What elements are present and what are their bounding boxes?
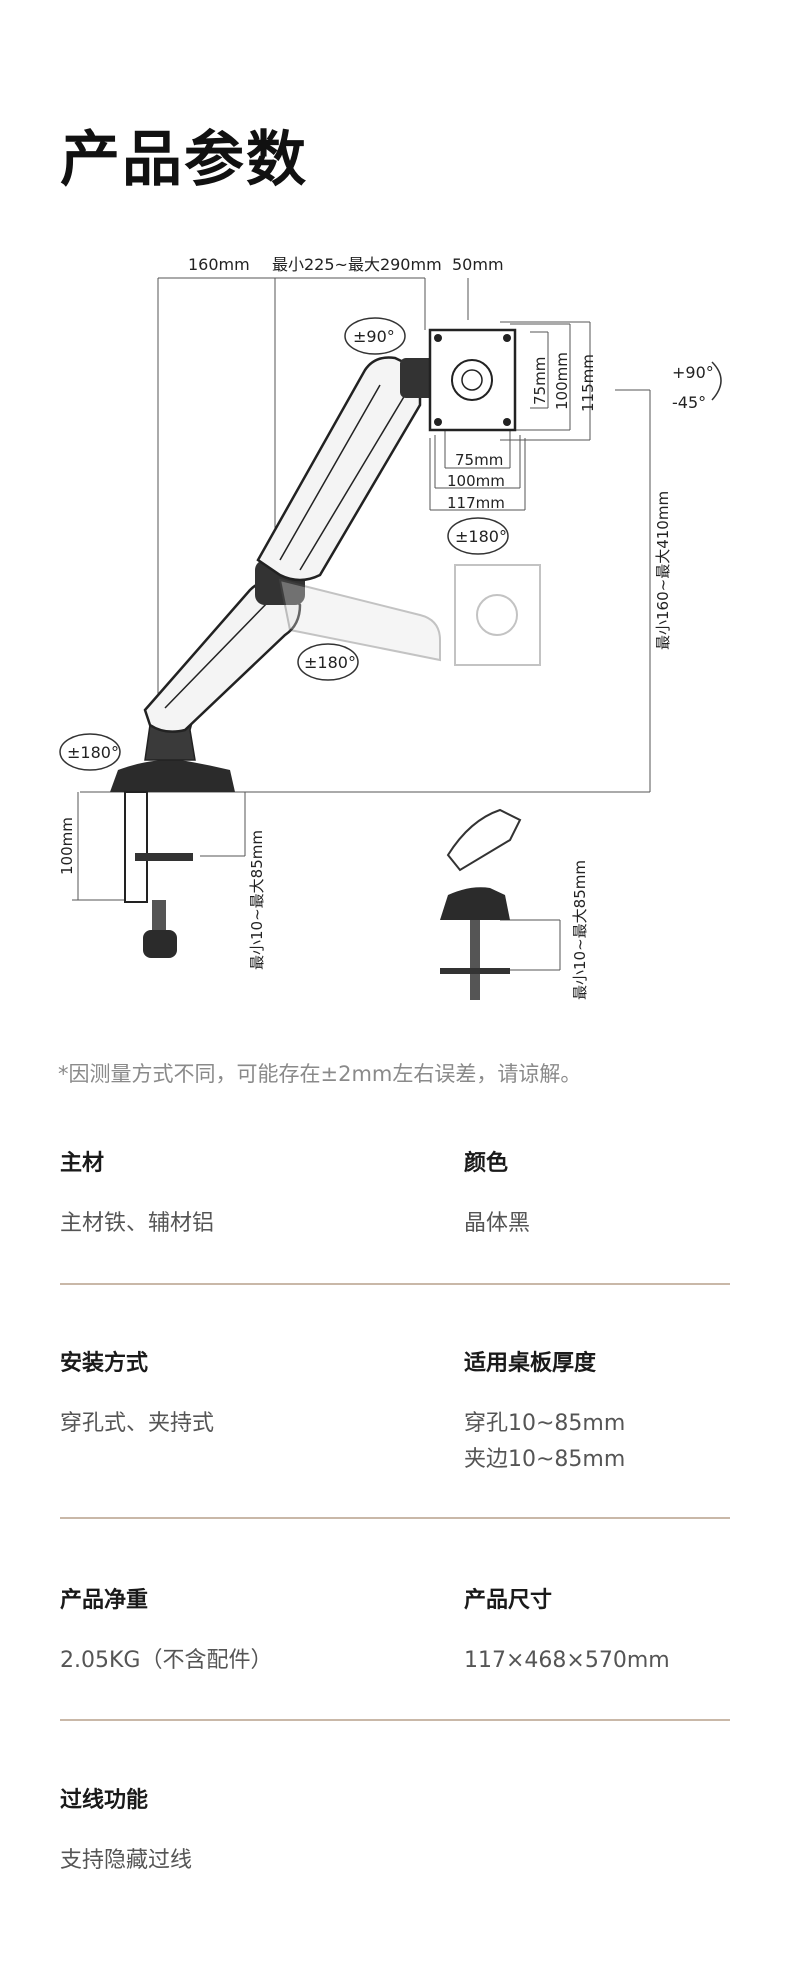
spec-color: 颜色 晶体黑 — [464, 1145, 530, 1242]
desk-clamp — [124, 791, 193, 958]
spec-label: 过线功能 — [60, 1788, 149, 1813]
divider — [60, 1517, 730, 1519]
dim-160-label: 160mm — [188, 255, 250, 274]
clamp-100-label: 100mm — [58, 817, 76, 875]
clamp-range-label: 最小10~最大85mm — [248, 830, 266, 970]
spec-material: 主材 主材铁、辅材铝 — [60, 1145, 214, 1242]
spec-value: 晶体黑 — [464, 1206, 530, 1242]
divider — [60, 1283, 730, 1285]
grommet-mount — [440, 808, 522, 1000]
spec-desk-thickness: 适用桌板厚度 穿孔10~85mm 夹边10~85mm — [464, 1345, 625, 1478]
dim-117w-label: 117mm — [447, 494, 505, 512]
spec-value-line: 支持隐藏过线 — [60, 1848, 193, 1873]
spec-value-line: 穿孔10~85mm — [464, 1411, 626, 1436]
spec-label: 产品净重 — [60, 1588, 149, 1613]
divider — [60, 1719, 730, 1721]
product-dimension-diagram: 160mm 最小225~最大290mm 50mm ±90° ±180° ±180… — [0, 230, 790, 1020]
spec-value: 主材铁、辅材铝 — [60, 1206, 214, 1242]
spec-value-line: 晶体黑 — [464, 1211, 531, 1236]
spec-label: 安装方式 — [60, 1351, 149, 1376]
dim-75w-label: 75mm — [455, 451, 503, 469]
monitor-arm-main — [110, 328, 517, 792]
dim-115h-label: 115mm — [579, 354, 597, 412]
tilt-down-label: -45° — [672, 393, 706, 412]
spec-installation: 安装方式 穿孔式、夹持式 — [60, 1345, 214, 1442]
dim-100w-label: 100mm — [447, 472, 505, 490]
spec-value-line: 117×468×570mm — [464, 1648, 670, 1673]
spec-label: 适用桌板厚度 — [464, 1351, 597, 1376]
spec-value: 支持隐藏过线 — [60, 1843, 192, 1879]
spec-value-line: 2.05KG（不含配件） — [60, 1648, 273, 1673]
spec-value-line: 穿孔式、夹持式 — [60, 1411, 215, 1436]
spec-value: 117×468×570mm — [464, 1643, 670, 1679]
spec-label: 颜色 — [464, 1151, 509, 1176]
dimension-diagram-svg: 160mm 最小225~最大290mm 50mm ±90° ±180° ±180… — [58, 255, 722, 1000]
spec-value-line: 夹边10~85mm — [464, 1447, 626, 1472]
tilt-up-label: +90° — [672, 363, 714, 382]
spec-cable-management: 过线功能 支持隐藏过线 — [60, 1782, 192, 1879]
spec-label: 产品尺寸 — [464, 1588, 553, 1613]
page-title: 产品参数 — [60, 125, 308, 195]
rot-90-label: ±90° — [353, 327, 395, 346]
spec-size: 产品尺寸 117×468×570mm — [464, 1582, 670, 1679]
height-range-label: 最小160~最大410mm — [654, 491, 672, 650]
spec-value: 2.05KG（不含配件） — [60, 1643, 272, 1679]
spec-value: 穿孔式、夹持式 — [60, 1406, 214, 1442]
rot-180-mid-label: ±180° — [304, 653, 356, 672]
rot-180-plate-label: ±180° — [455, 527, 507, 546]
dim-100h-label: 100mm — [553, 352, 571, 410]
spec-value-line: 主材铁、辅材铝 — [60, 1211, 215, 1236]
measurement-note: *因测量方式不同，可能存在±2mm左右误差，请谅解。 — [58, 1062, 582, 1086]
dim-50-label: 50mm — [452, 255, 504, 274]
spec-label: 主材 — [60, 1151, 105, 1176]
dim-reach-label: 最小225~最大290mm — [272, 255, 442, 274]
monitor-arm-ghost — [278, 564, 541, 666]
rot-180-base-label: ±180° — [67, 743, 119, 762]
spec-value: 穿孔10~85mm 夹边10~85mm — [464, 1406, 625, 1478]
dim-75h-label: 75mm — [531, 357, 549, 405]
grommet-range-label: 最小10~最大85mm — [571, 860, 589, 1000]
spec-weight: 产品净重 2.05KG（不含配件） — [60, 1582, 272, 1679]
